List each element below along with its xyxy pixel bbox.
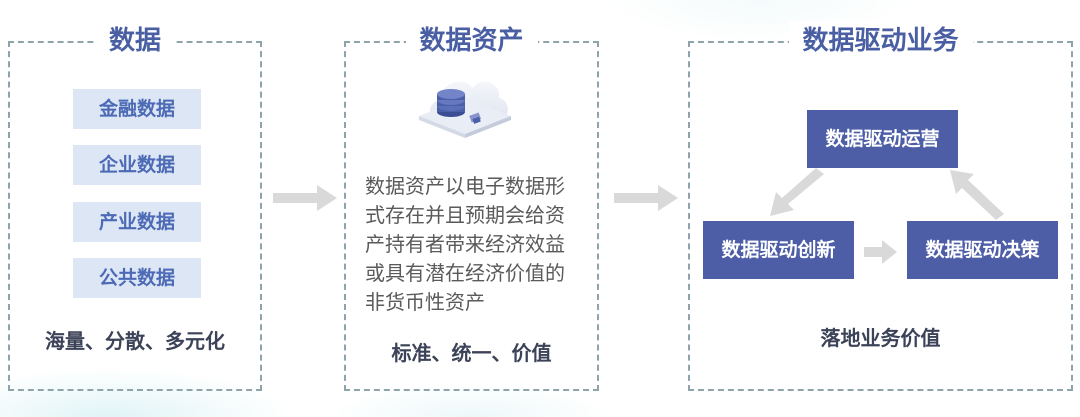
business-panel: 数据驱动业务 xyxy=(688,21,1073,391)
data-panel-footer: 海量、分散、多元化 xyxy=(45,329,225,353)
assets-panel-footer: 标准、统一、价值 xyxy=(391,341,552,365)
assets-description: 数据资产以电子数据形 式存在并且预期会给资 产持有者带来经济效益 或具有潜在经济… xyxy=(365,172,565,317)
cycle-arrow-icon xyxy=(770,168,824,216)
chip-enterprise-data: 企业数据 xyxy=(73,145,201,185)
data-panel-title: 数据 xyxy=(94,21,176,61)
assets-description-line-1: 数据资产以电子数据形 xyxy=(365,174,565,198)
data-panel: 数据 xyxy=(8,21,262,391)
cycle-arrow-icon xyxy=(950,170,1004,220)
box-data-driven-innovation: 数据驱动创新 xyxy=(703,221,854,279)
cycle-arrow-icon xyxy=(864,240,897,264)
assets-description-line-3: 产持有者带来经济效益 xyxy=(365,232,565,256)
assets-description-line-5: 非货币性资产 xyxy=(365,290,485,314)
database-cloud-icon xyxy=(419,81,511,138)
business-panel-footer: 落地业务价值 xyxy=(820,326,941,350)
box-data-driven-decision: 数据驱动决策 xyxy=(907,221,1058,279)
chip-industry-data: 产业数据 xyxy=(73,202,201,242)
chip-finance-data: 金融数据 xyxy=(73,89,201,129)
box-data-driven-operation: 数据驱动运营 xyxy=(807,110,958,168)
assets-panel-title: 数据资产 xyxy=(405,21,538,61)
chip-public-data: 公共数据 xyxy=(73,258,201,298)
assets-description-line-4: 或具有潜在经济价值的 xyxy=(365,261,565,285)
arrow-right-icon xyxy=(273,185,337,211)
assets-panel: 数据资产 xyxy=(344,21,599,391)
arrow-right-icon xyxy=(614,185,678,211)
business-panel-title: 数据驱动业务 xyxy=(788,21,973,61)
assets-description-line-2: 式存在并且预期会给资 xyxy=(365,203,565,227)
